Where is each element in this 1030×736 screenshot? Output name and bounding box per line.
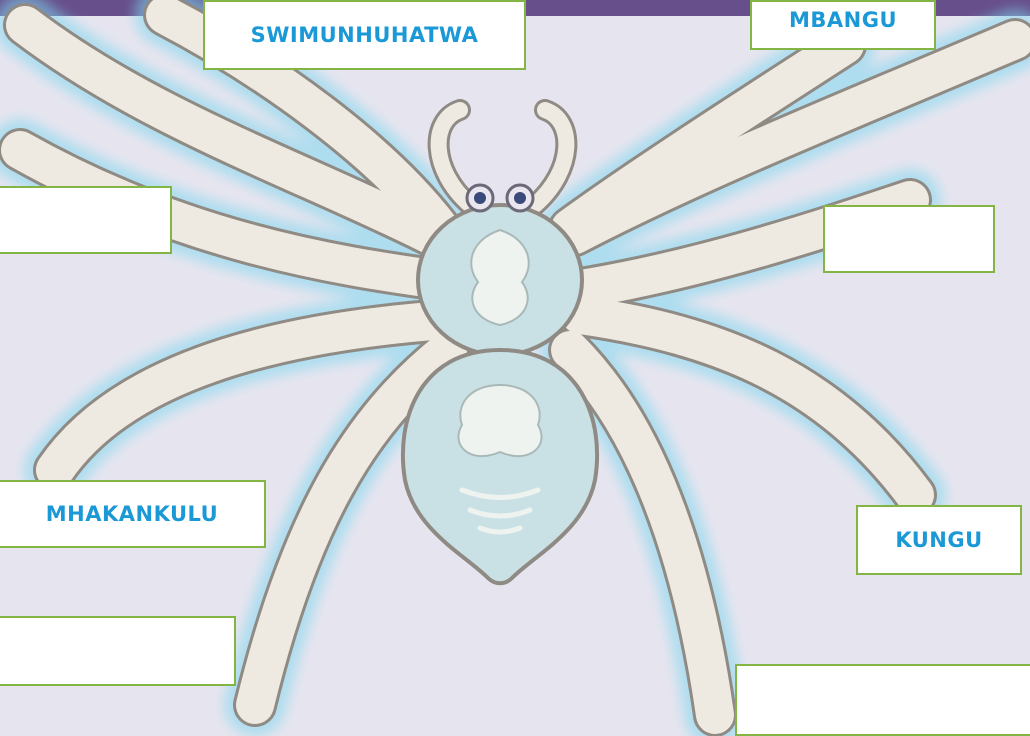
right-upper-blank-box[interactable] <box>823 205 995 273</box>
left-middle-label-box[interactable]: MHAKANKULU <box>0 480 266 548</box>
head-label-box[interactable]: SWIMUNHUHATWA <box>203 0 526 70</box>
left-lower-blank-box[interactable] <box>0 616 236 686</box>
left-upper-blank-box[interactable] <box>0 186 172 254</box>
left-middle-label-text: MHAKANKULU <box>46 502 218 526</box>
top-right-label-box[interactable]: MBANGU <box>750 0 936 50</box>
right-middle-label-text: KUNGU <box>895 528 982 552</box>
top-right-label-text: MBANGU <box>789 8 897 32</box>
abdomen-marking <box>458 385 541 456</box>
cephalothorax-marking <box>471 230 528 325</box>
head-label-text: SWIMUNHUHATWA <box>251 23 479 47</box>
right-middle-label-box[interactable]: KUNGU <box>856 505 1022 575</box>
pedipalps <box>439 110 567 205</box>
right-lower-blank-box[interactable] <box>735 664 1030 736</box>
